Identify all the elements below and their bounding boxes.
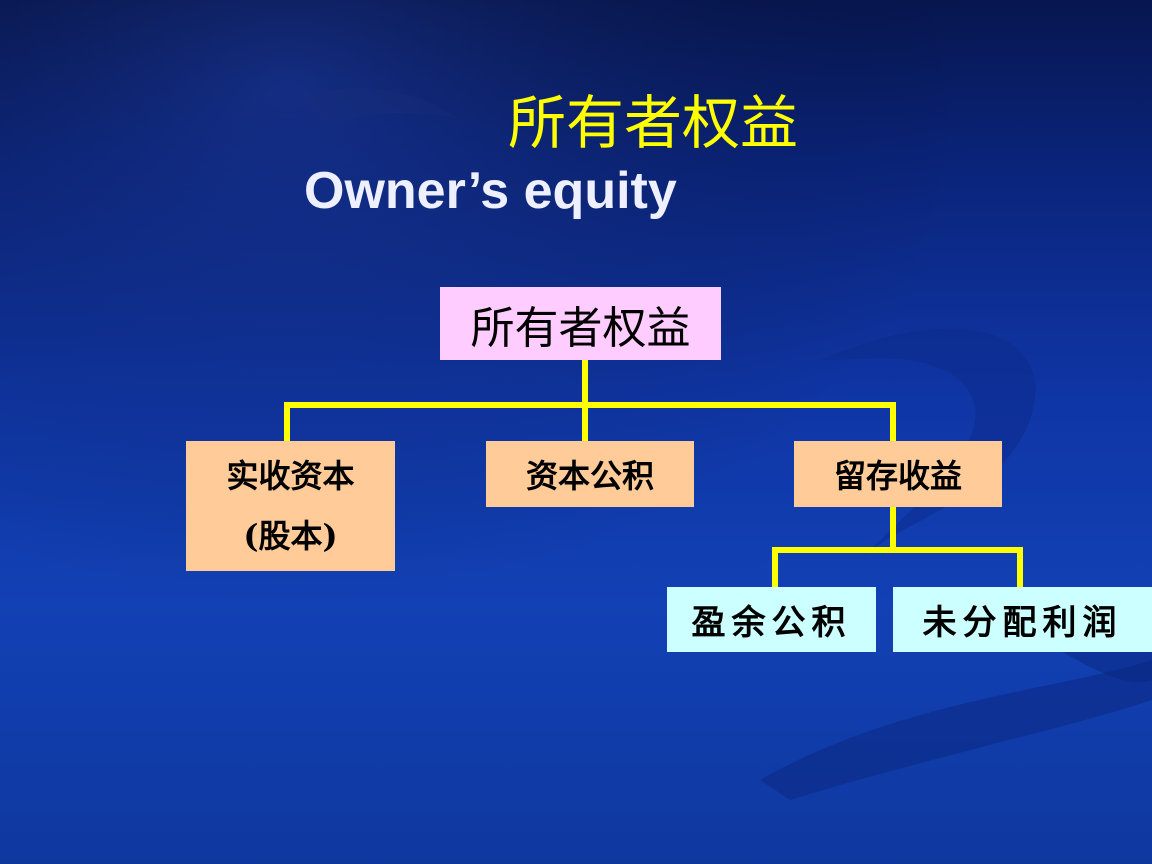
- node-paid-in-capital-line1: 实收资本: [226, 457, 355, 495]
- node-paid-in-capital: 实收资本 (股本): [186, 441, 395, 571]
- node-owners-equity: 所有者权益: [440, 287, 721, 360]
- node-surplus-reserve: 盈余公积: [667, 587, 876, 652]
- node-paid-in-capital-line2: (股本): [243, 517, 338, 555]
- slide-title-chinese: 所有者权益: [508, 89, 799, 157]
- node-undistributed-profit: 未分配利润: [893, 587, 1152, 652]
- node-retained-earnings: 留存收益: [794, 441, 1002, 507]
- node-capital-surplus: 资本公积: [486, 441, 694, 507]
- slide-title-english: Owner’s equity: [304, 162, 677, 220]
